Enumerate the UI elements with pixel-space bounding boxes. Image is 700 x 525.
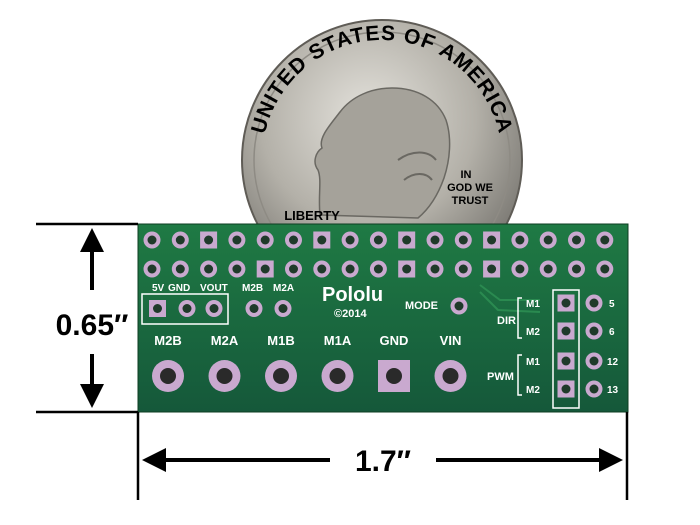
- label-vout: VOUT: [200, 283, 228, 294]
- pin-12-label: 12: [607, 357, 619, 368]
- terminal-label: GND: [380, 333, 409, 348]
- coin-motto-1: IN: [461, 169, 472, 181]
- coin-bottom-text: LIBERTY: [284, 208, 340, 223]
- power-header-outline: [141, 293, 229, 325]
- terminal-label: VIN: [440, 333, 462, 348]
- coin-portrait: [314, 87, 451, 219]
- height-dimension: 0.65″: [36, 222, 138, 414]
- header-row-top: [143, 231, 614, 249]
- terminal-labels: M2B M2A M1B M1A GND VIN: [154, 333, 461, 348]
- pin-13-label: 13: [607, 385, 619, 396]
- brand-logo: Pololu: [322, 284, 383, 306]
- label-m2a-small: M2A: [273, 283, 294, 294]
- label-m2b-small: M2B: [242, 283, 263, 294]
- terminal-pads: [152, 360, 467, 392]
- pin-6-label: 6: [609, 327, 615, 338]
- height-label: 0.65″: [56, 309, 129, 342]
- coin-motto-3: TRUST: [452, 195, 489, 207]
- mode-label: MODE: [405, 300, 438, 312]
- label-5v: 5V: [152, 283, 165, 294]
- pwm-m2-label: M2: [526, 385, 540, 396]
- pin-5-label: 5: [609, 299, 615, 310]
- copyright-text: ©2014: [334, 308, 367, 320]
- width-dimension: 1.7″: [136, 412, 629, 500]
- terminal-label: M2B: [154, 333, 181, 348]
- jumper-pads: [557, 294, 603, 398]
- dir-m2-label: M2: [526, 327, 540, 338]
- pwm-m1-label: M1: [526, 357, 540, 368]
- label-gnd: GND: [168, 283, 190, 294]
- terminal-label: M1B: [267, 333, 294, 348]
- dir-label: DIR: [497, 315, 516, 327]
- dir-m1-label: M1: [526, 299, 540, 310]
- terminal-label: M1A: [324, 333, 352, 348]
- terminal-label: M2A: [211, 333, 239, 348]
- motor-driver-board: 5V GND VOUT M2B M2A Pololu ©2014 MODE M2…: [137, 223, 629, 413]
- coin-motto-2: GOD WE: [447, 182, 493, 194]
- width-label: 1.7″: [355, 445, 411, 478]
- pcb-traces: [479, 284, 541, 313]
- header-row-second: [143, 260, 614, 278]
- power-header-pads: [149, 300, 292, 317]
- jumper-outline: [552, 289, 580, 409]
- pwm-label: PWM: [487, 371, 514, 383]
